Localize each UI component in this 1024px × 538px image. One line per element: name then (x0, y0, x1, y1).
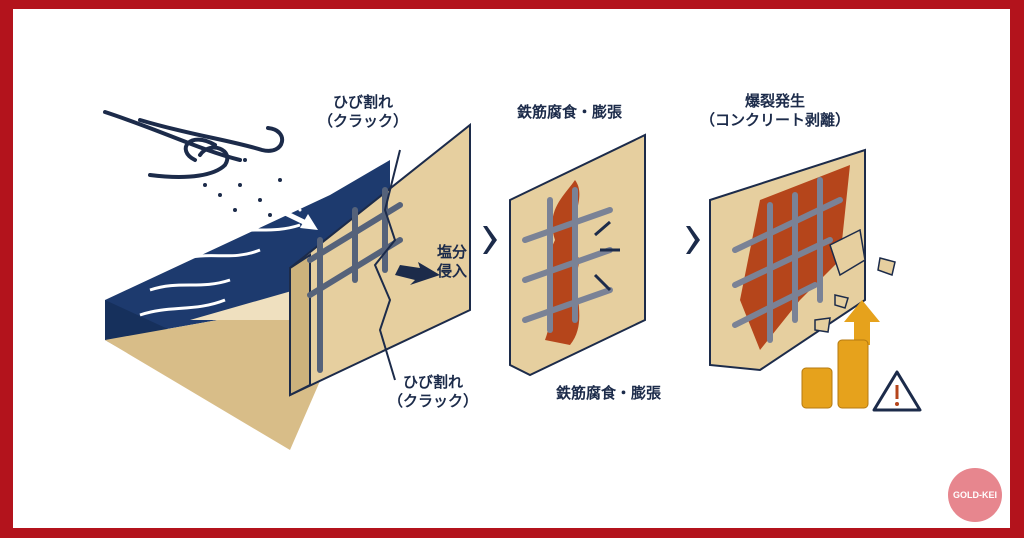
crack-label-bottom-line1: ひび割れ (403, 373, 464, 391)
cost-increase-icon (801, 300, 880, 409)
step-arrow-icon (686, 226, 700, 254)
step-arrow-icon (483, 226, 497, 254)
wind-icon (103, 110, 285, 179)
concrete-wall-corroded (509, 133, 646, 377)
gold-kei-logo: GOLD-KEI (948, 468, 1002, 522)
crack-label-bottom: ひび割れ（クラック） (388, 373, 478, 411)
crack-label-top-line2: （クラック） (318, 112, 409, 130)
crack-label-top-line1: ひび割れ (333, 93, 394, 111)
crack-label-bottom-line2: （クラック） (388, 392, 479, 410)
salt-particles (203, 158, 282, 217)
salt-intrusion-label: 塩分侵入 (437, 243, 467, 281)
corrosion-label-top: 鉄筋腐食・膨張 (517, 103, 623, 121)
salt-intrusion-line2: 侵入 (437, 262, 468, 280)
crack-label-top: ひび割れ（クラック） (318, 93, 408, 131)
warning-icon (872, 370, 922, 412)
spalling-label: 爆裂発生（コンクリート剥離） (700, 92, 850, 130)
salt-intrusion-line1: 塩分 (437, 243, 468, 261)
corrosion-label-bottom: 鉄筋腐食・膨張 (556, 384, 662, 402)
spalling-label-line1: 爆裂発生 (745, 92, 806, 110)
spalling-label-line2: （コンクリート剥離） (700, 111, 851, 129)
concrete-wall-spalling (709, 148, 896, 372)
concrete-wall-cracked (289, 122, 471, 397)
